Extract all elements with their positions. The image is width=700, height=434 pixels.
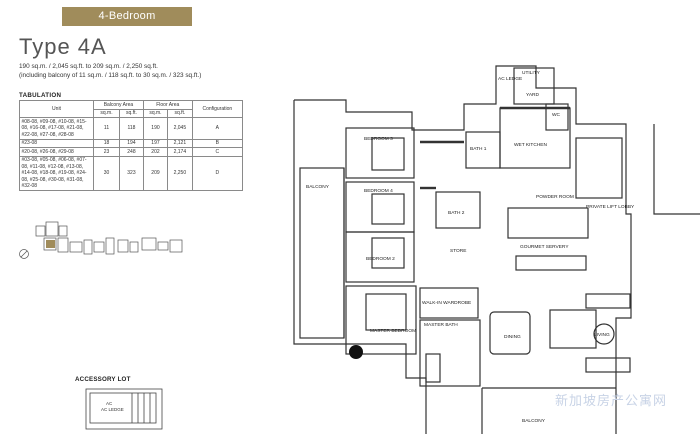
tabulation-heading: TABULATION xyxy=(19,92,62,99)
page-title: Type 4A xyxy=(19,34,107,59)
balcony-sqft: 323 xyxy=(119,155,144,191)
col-configuration: Configuration xyxy=(191,100,244,118)
col-balcony-area: Balcony Area xyxy=(93,100,144,110)
balcony-sqm: 30 xyxy=(92,155,121,191)
table-row: #23-08 18 194 197 2,121 B xyxy=(19,138,244,148)
floor-sqft: 2,174 xyxy=(167,147,193,157)
tabulation-table: Unit Balcony Area Floor Area Configurati… xyxy=(19,100,244,191)
col-sqft: sq.ft. xyxy=(119,108,144,118)
col-sqm: sq.m. xyxy=(142,108,169,118)
master-bath-label: MASTER BATH xyxy=(424,322,458,328)
yard-label: YARD xyxy=(526,92,540,98)
config-cell: D xyxy=(191,155,244,191)
bedroom-4-label: BEDROOM 4 xyxy=(364,188,393,194)
floor-sqm: 190 xyxy=(142,117,169,140)
floor-sqft: 2,121 xyxy=(167,138,193,148)
watermark: 新加坡房产公寓网 xyxy=(555,393,668,408)
svg-text:AC: AC xyxy=(106,401,113,406)
floor-sqft: 2,250 xyxy=(167,155,193,191)
ac-ledge-plan-label: AC LEDGE xyxy=(498,76,522,82)
floor-plan: BEDROOM 3 BEDROOM 4 BEDROOM 2 MASTER BED… xyxy=(293,65,700,434)
gourmet-servery-label: GOURMET SERVERY xyxy=(520,244,569,250)
unit-type-badge: 4-Bedroom xyxy=(62,7,192,26)
table-row: #03-08, #05-08, #06-08, #07-08, #11-08, … xyxy=(19,155,244,191)
utility-label: UTILITY xyxy=(522,70,541,76)
master-bedroom-label: MASTER BEDROOM xyxy=(370,328,416,334)
balcony-sqm: 11 xyxy=(92,117,121,140)
balcony-label: BALCONY xyxy=(306,184,330,190)
balcony-sqm: 18 xyxy=(92,138,121,148)
bedroom-2-label: BEDROOM 2 xyxy=(366,256,395,262)
floor-sqm: 202 xyxy=(142,147,169,157)
size-line-1: 190 sq.m. / 2,045 sq.ft. to 209 sq.m. / … xyxy=(19,63,158,70)
floor-sqm: 209 xyxy=(142,155,169,191)
unit-highlight xyxy=(46,240,55,248)
dining-label: DINING xyxy=(504,334,521,340)
north-arrow-icon xyxy=(19,249,29,259)
balcony-sqm: 23 xyxy=(92,147,121,157)
table-row: #20-08, #26-08, #29-08 23 248 202 2,174 … xyxy=(19,147,244,157)
size-description: 190 sq.m. / 2,045 sq.ft. to 209 sq.m. / … xyxy=(19,62,289,80)
private-lift-lobby-label: PRIVATE LIFT LOBBY xyxy=(586,204,635,210)
wc-label: WC xyxy=(552,112,561,118)
col-sqm: sq.m. xyxy=(92,108,121,118)
bath-1-label: BATH 1 xyxy=(470,146,487,152)
store-label: STORE xyxy=(450,248,466,254)
balcony-sqft: 248 xyxy=(119,147,144,157)
col-unit: Unit xyxy=(19,100,94,118)
accessory-lot-heading: ACCESSORY LOT xyxy=(75,376,131,383)
bath-2-label: BATH 2 xyxy=(448,210,465,216)
config-cell: C xyxy=(191,147,244,157)
unit-cell: #23-08 xyxy=(19,138,94,148)
unit-cell: #08-08, #09-08, #10-08, #15-08, #16-08, … xyxy=(19,117,94,140)
unit-cell: #03-08, #05-08, #06-08, #07-08, #11-08, … xyxy=(19,155,94,191)
size-line-2: (including balcony of 11 sq.m. / 118 sq.… xyxy=(19,72,202,79)
unit-cell: #20-08, #26-08, #29-08 xyxy=(19,147,94,157)
bedroom-3-label: BEDROOM 3 xyxy=(364,136,393,142)
balcony-sqft: 118 xyxy=(119,117,144,140)
living-label: LIVING xyxy=(594,332,610,338)
config-cell: A xyxy=(191,117,244,140)
floor-sqft: 2,045 xyxy=(167,117,193,140)
accessory-lot-plan: AC AC LEDGE xyxy=(85,388,163,430)
walk-in-wardrobe-label: WALK-IN WARDROBE xyxy=(422,300,471,306)
wet-kitchen-label: WET KITCHEN xyxy=(514,142,547,148)
col-floor-area: Floor Area xyxy=(142,100,193,110)
col-sqft: sq.ft. xyxy=(167,108,193,118)
key-plan xyxy=(19,221,183,259)
powder-room-label: POWDER ROOM xyxy=(536,194,574,200)
locator-dot xyxy=(349,345,363,359)
config-cell: B xyxy=(191,138,244,148)
balcony-sqft: 194 xyxy=(119,138,144,148)
floor-sqm: 197 xyxy=(142,138,169,148)
ac-ledge-label: AC LEDGE xyxy=(101,407,124,412)
table-row: #08-08, #09-08, #10-08, #15-08, #16-08, … xyxy=(19,117,244,140)
bottom-balcony-label: BALCONY xyxy=(522,418,546,424)
